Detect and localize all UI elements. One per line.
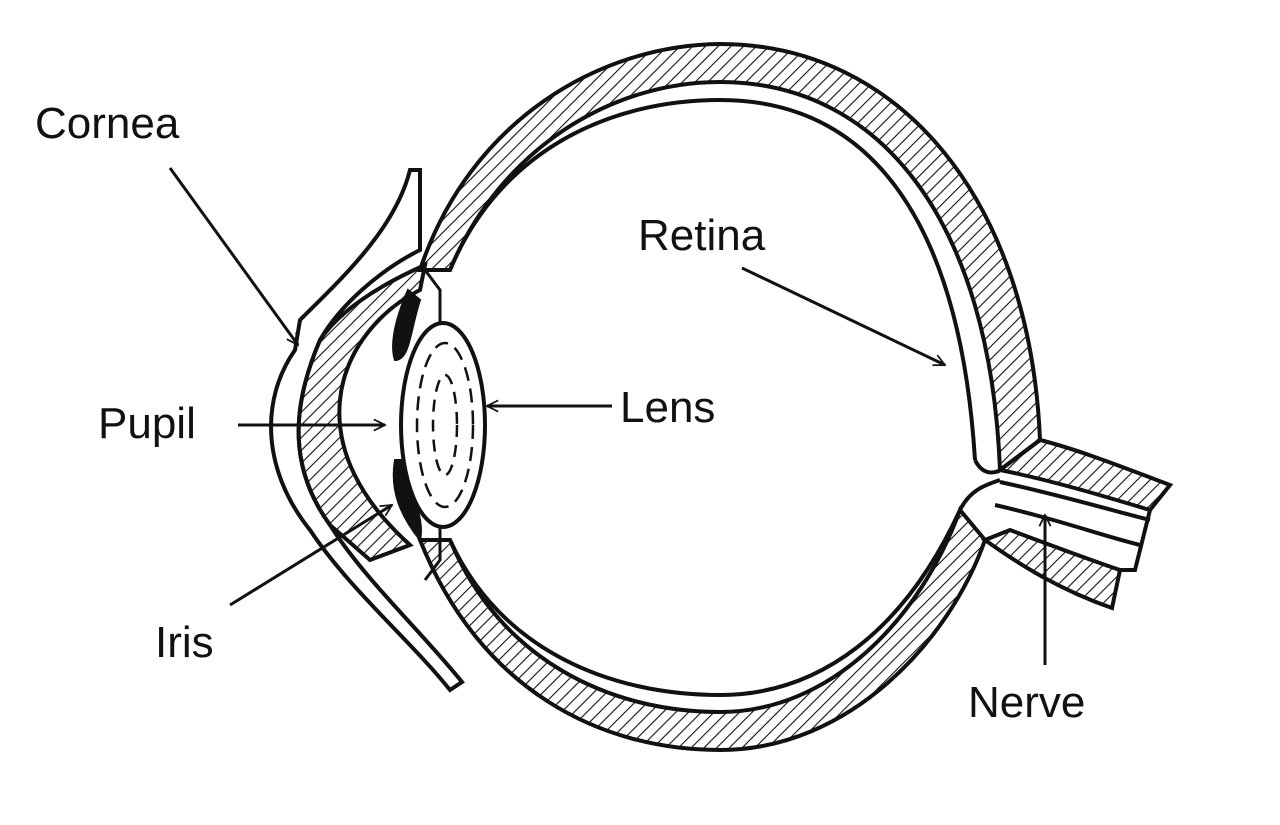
label-cornea: Cornea <box>35 99 180 148</box>
cornea-pointer <box>168 167 300 345</box>
label-iris: Iris <box>155 618 214 667</box>
label-pupil: Pupil <box>98 399 196 448</box>
label-nerve: Nerve <box>968 678 1085 727</box>
iris-pointer <box>229 503 392 607</box>
label-retina: Retina <box>638 211 766 260</box>
sclera <box>417 41 1043 753</box>
retina-layer <box>448 97 977 461</box>
label-lens: Lens <box>620 383 715 432</box>
retina-pointer <box>741 266 945 367</box>
optic-nerve <box>995 437 1174 513</box>
